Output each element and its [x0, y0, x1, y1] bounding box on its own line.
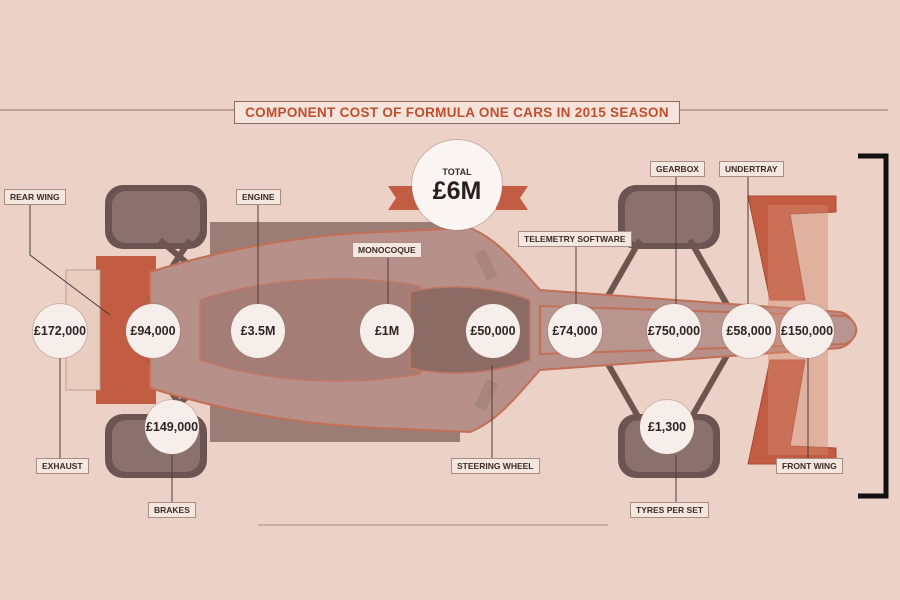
cost-monocoque-value: £1M — [374, 324, 400, 338]
cost-rear-wing-value: £94,000 — [130, 324, 176, 338]
cost-engine-value: £3.5M — [240, 324, 276, 338]
ribbon-right — [496, 186, 528, 210]
total-badge: TOTAL £6M — [412, 140, 502, 230]
cost-gearbox: £750,000 — [647, 304, 701, 358]
label-undertray: UNDERTRAY — [719, 161, 784, 177]
label-brakes: BRAKES — [148, 502, 196, 518]
cost-undertray: £58,000 — [722, 304, 776, 358]
cost-tyres-value: £1,300 — [647, 420, 687, 434]
cost-steering-wheel-value: £50,000 — [470, 324, 516, 338]
bracket — [858, 153, 889, 499]
cost-exhaust-value: £172,000 — [33, 324, 87, 338]
cost-tyres: £1,300 — [640, 400, 694, 454]
cost-brakes: £149,000 — [145, 400, 199, 454]
cost-steering-wheel: £50,000 — [466, 304, 520, 358]
label-front-wing: FRONT WING — [776, 458, 843, 474]
total-value: £6M — [432, 176, 482, 205]
cost-telemetry-software: £74,000 — [548, 304, 602, 358]
cost-front-wing: £150,000 — [780, 304, 834, 358]
label-tyres: TYRES PER SET — [630, 502, 710, 518]
chart-title: COMPONENT COST OF FORMULA ONE CARS IN 20… — [234, 101, 680, 124]
label-engine: ENGINE — [236, 189, 281, 205]
cost-monocoque: £1M — [360, 304, 414, 358]
cost-engine: £3.5M — [231, 304, 285, 358]
label-monocoque: MONOCOQUE — [352, 242, 422, 258]
front-wing-top — [747, 195, 837, 301]
leader-lines — [29, 176, 809, 502]
cost-exhaust: £172,000 — [33, 304, 87, 358]
cost-telemetry-software-value: £74,000 — [552, 324, 598, 338]
label-rear-wing: REAR WING — [4, 189, 66, 205]
cost-rear-wing: £94,000 — [126, 304, 180, 358]
cost-front-wing-value: £150,000 — [780, 324, 834, 338]
label-steering-wheel: STEERING WHEEL — [451, 458, 540, 474]
label-gearbox: GEARBOX — [650, 161, 705, 177]
cost-brakes-value: £149,000 — [145, 420, 199, 434]
total-label: TOTAL — [442, 166, 472, 177]
cost-undertray-value: £58,000 — [726, 324, 772, 338]
label-exhaust: EXHAUST — [36, 458, 89, 474]
label-telemetry-software: TELEMETRY SOFTWARE — [518, 231, 632, 247]
cost-gearbox-value: £750,000 — [647, 324, 701, 338]
mirror-top — [474, 248, 498, 282]
